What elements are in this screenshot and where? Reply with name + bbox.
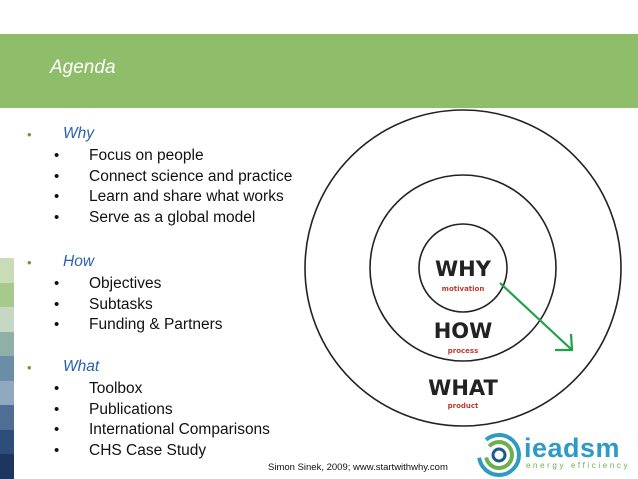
outer-circle-what	[304, 109, 622, 427]
list-item: • CHS Case Study	[0, 442, 340, 463]
agenda-section-what: • What • Toolbox • Publications • Intern…	[0, 358, 340, 462]
list-item-text: Publications	[89, 400, 173, 418]
agenda-section-why: • Why • Focus on people • Connect scienc…	[0, 125, 340, 229]
bullet: •	[54, 275, 60, 292]
why-label: WHY	[435, 257, 492, 281]
arrow-icon	[499, 282, 574, 352]
strip-segment	[0, 282, 14, 307]
bullet: •	[54, 208, 60, 226]
list-item-text: Toolbox	[89, 380, 143, 397]
strip-segment	[0, 405, 14, 430]
bullet: •	[54, 188, 60, 206]
bullet: •	[54, 421, 60, 439]
how-sublabel: process	[448, 347, 479, 355]
list-item: • Learn and share what works	[0, 188, 340, 209]
why-sublabel: motivation	[442, 285, 485, 293]
bullet: •	[54, 441, 60, 459]
logo-swirl-icon	[477, 433, 521, 477]
strip-segment	[0, 429, 14, 454]
strip-segment	[0, 331, 14, 356]
list-item-text: Serve as a global model	[89, 208, 256, 226]
list-item-text: Focus on people	[89, 147, 204, 164]
bullet: •	[54, 400, 60, 418]
bullet: •	[54, 147, 60, 164]
bullet: •	[54, 380, 60, 397]
strip-segment	[0, 307, 14, 332]
list-item: • Objectives	[0, 275, 340, 296]
decorative-color-strip	[0, 258, 14, 479]
list-item-text: Funding & Partners	[89, 316, 223, 334]
list-item: • Serve as a global model	[0, 209, 340, 230]
strip-segment	[0, 380, 14, 405]
section-title: What	[63, 358, 100, 375]
list-item-text: International Comparisons	[89, 421, 270, 439]
golden-circle-diagram: WHY motivation HOW process WHAT product	[304, 109, 622, 427]
section-title: Why	[63, 125, 94, 142]
logo-tagline: energy efficiency	[526, 461, 631, 470]
list-item: • Focus on people	[0, 147, 340, 168]
citation-text: Simon Sinek, 2009; www.startwithwhy.com	[268, 462, 448, 473]
inner-circle-why	[418, 223, 508, 313]
list-item: • Toolbox	[0, 380, 340, 401]
list-item: • Publications	[0, 401, 340, 422]
list-item: • Subtasks	[0, 296, 340, 317]
list-item: • Connect science and practice	[0, 168, 340, 189]
bullet: •	[54, 295, 60, 313]
middle-circle-how	[369, 174, 557, 362]
what-label: WHAT	[428, 376, 498, 400]
bullet: •	[54, 316, 60, 334]
list-item-text: Learn and share what works	[89, 188, 284, 206]
list-item-text: Subtasks	[89, 295, 153, 313]
slide-title: Agenda	[50, 57, 116, 78]
strip-segment	[0, 454, 14, 479]
ieadsm-logo: ieadsm energy efficiency	[474, 428, 638, 479]
list-item-text: Connect science and practice	[89, 167, 293, 185]
bullet: •	[54, 167, 60, 185]
list-item: • Funding & Partners	[0, 316, 340, 337]
section-title: How	[63, 253, 95, 270]
what-sublabel: product	[448, 402, 479, 410]
logo-wordmark: ieadsm	[524, 433, 621, 463]
strip-segment	[0, 258, 14, 283]
strip-segment	[0, 356, 14, 381]
list-item: • International Comparisons	[0, 421, 340, 442]
title-bar: Agenda	[0, 34, 638, 108]
agenda-section-how: • How • Objectives • Subtasks • Funding …	[0, 253, 340, 337]
bullet: •	[27, 255, 32, 270]
how-label: HOW	[434, 319, 493, 343]
list-item-text: Objectives	[89, 275, 162, 292]
list-item-text: CHS Case Study	[89, 441, 207, 459]
bullet: •	[27, 127, 32, 142]
bullet: •	[27, 360, 32, 375]
